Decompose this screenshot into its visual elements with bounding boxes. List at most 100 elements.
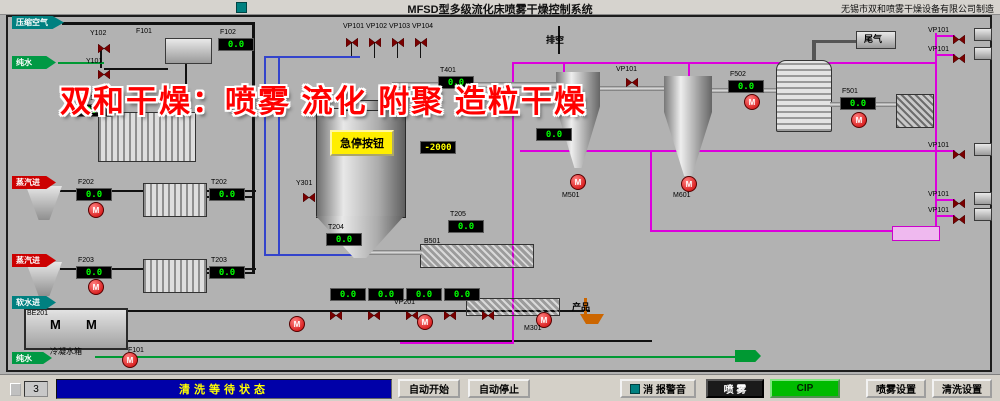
pipe-segment — [400, 342, 514, 344]
pipe-segment — [650, 230, 937, 232]
value-display: 0.0 — [406, 288, 442, 301]
pump-icon[interactable]: M — [417, 314, 433, 330]
process-label: 冷凝水箱 — [50, 347, 82, 356]
alarm-mute-button[interactable]: 消 报警音 — [620, 379, 696, 398]
pipe-segment — [937, 199, 955, 201]
auto-stop-button[interactable]: 自动停止 — [468, 379, 530, 398]
valve-icon[interactable] — [952, 146, 966, 160]
valve-icon[interactable] — [952, 195, 966, 209]
equipment-bed — [420, 244, 534, 268]
pipe-segment — [512, 62, 937, 64]
title-bar: MFSD型多级流化床喷雾干燥控制系统 无锡市双和喷雾干燥设备有限公司制造 — [0, 0, 1000, 16]
auto-start-button[interactable]: 自动开始 — [398, 379, 460, 398]
process-label: VP101 — [928, 46, 950, 53]
spray-dryer-tower — [316, 108, 406, 218]
feed-arrow-label: 软水进 — [12, 296, 56, 309]
valve-icon[interactable] — [391, 34, 405, 48]
process-label: VP103 — [389, 23, 411, 30]
display-tag-label: T204 — [328, 224, 344, 231]
process-label: F101 — [136, 28, 152, 35]
valve-icon[interactable] — [345, 34, 359, 48]
pipe-segment — [104, 68, 168, 70]
pipe-segment — [935, 33, 937, 231]
valve-icon[interactable] — [443, 307, 457, 321]
header-marker-icon — [236, 2, 247, 13]
clean-settings-button[interactable]: 清洗设置 — [932, 379, 992, 398]
watermark-text: 双和干燥：喷雾 流化 附聚 造粒干燥 — [60, 84, 587, 119]
process-label: VP101 — [928, 207, 950, 214]
process-label: VP101 — [343, 23, 365, 30]
pipe-segment — [420, 42, 421, 58]
value-display: 0.0 — [209, 266, 245, 279]
valve-icon[interactable] — [405, 307, 419, 321]
process-label: 产品 — [572, 302, 591, 312]
pump-icon[interactable]: M — [88, 279, 104, 295]
pipe-segment — [688, 62, 690, 78]
pipe-segment — [351, 42, 352, 58]
process-label: BE201 — [27, 310, 49, 317]
pump-icon[interactable]: M — [851, 112, 867, 128]
emergency-stop-button[interactable]: 急停按钮 — [330, 130, 394, 156]
pipe-segment — [937, 150, 955, 152]
equipment-bed — [466, 298, 560, 316]
pump-icon[interactable]: M — [289, 316, 305, 332]
valve-icon[interactable] — [367, 307, 381, 321]
process-label: VP104 — [412, 23, 434, 30]
pump-icon[interactable]: M — [88, 202, 104, 218]
valve-icon[interactable] — [481, 307, 495, 321]
pump-icon[interactable]: M — [122, 352, 138, 368]
equipment-duct — [392, 82, 558, 88]
feed-arrow-label: 蒸汽进 — [12, 176, 56, 189]
process-label: M601 — [673, 192, 691, 199]
pipe-segment — [512, 62, 514, 342]
valve-icon[interactable] — [625, 74, 639, 88]
pipe-segment — [62, 22, 254, 25]
cip-button[interactable]: CIP — [770, 379, 840, 398]
value-display: 0.0 — [438, 76, 474, 89]
pump-icon[interactable]: M — [570, 174, 586, 190]
spray-settings-button[interactable]: 喷雾设置 — [866, 379, 926, 398]
equipment-box — [165, 38, 212, 64]
process-label: Y101 — [86, 58, 103, 65]
manufacturer-label: 无锡市双和喷雾干燥设备有限公司制造 — [840, 4, 994, 14]
process-label: M — [50, 317, 61, 332]
process-label: VP101 — [928, 142, 950, 149]
valve-icon[interactable] — [302, 189, 316, 203]
value-display: 0.0 — [76, 266, 112, 279]
pump-icon[interactable]: M — [744, 94, 760, 110]
valve-icon[interactable] — [329, 307, 343, 321]
process-label: Y102 — [90, 30, 107, 37]
spray-button[interactable]: 喷 雾 — [706, 379, 764, 398]
valve-icon[interactable] — [368, 34, 382, 48]
valve-icon[interactable] — [97, 40, 111, 54]
display-tag-label: T202 — [211, 179, 227, 186]
process-label: VP101 — [616, 66, 638, 73]
pipe-segment — [120, 340, 652, 342]
pipe-segment — [558, 26, 560, 54]
page-title: MFSD型多级流化床喷雾干燥控制系统 — [407, 4, 593, 16]
value-display: 0.0 — [448, 220, 484, 233]
process-label: 排空 — [546, 35, 565, 45]
process-label: VP102 — [366, 23, 388, 30]
equipment-finbox — [98, 112, 196, 162]
pump-icon[interactable]: M — [681, 176, 697, 192]
valve-icon[interactable] — [952, 50, 966, 64]
value-display: 0.0 — [444, 288, 480, 301]
pipe-segment — [100, 48, 102, 68]
valve-icon[interactable] — [414, 34, 428, 48]
pipe-segment — [650, 152, 652, 232]
pump-icon[interactable]: M — [536, 312, 552, 328]
valve-icon[interactable] — [952, 211, 966, 225]
equipment-finbox — [143, 259, 207, 293]
display-tag-label: T205 — [450, 211, 466, 218]
equipment-hatch — [896, 94, 934, 128]
process-label: VP101 — [928, 191, 950, 198]
valve-icon[interactable] — [952, 31, 966, 45]
feed-arrow-label: 纯水 — [12, 352, 52, 364]
feed-arrow-label — [735, 350, 761, 362]
display-tag-label: T203 — [211, 257, 227, 264]
equipment-box — [856, 31, 896, 49]
display-tag-label: F203 — [78, 257, 94, 264]
feed-arrow-label: 蒸汽进 — [12, 254, 56, 267]
valve-icon[interactable] — [97, 66, 111, 80]
